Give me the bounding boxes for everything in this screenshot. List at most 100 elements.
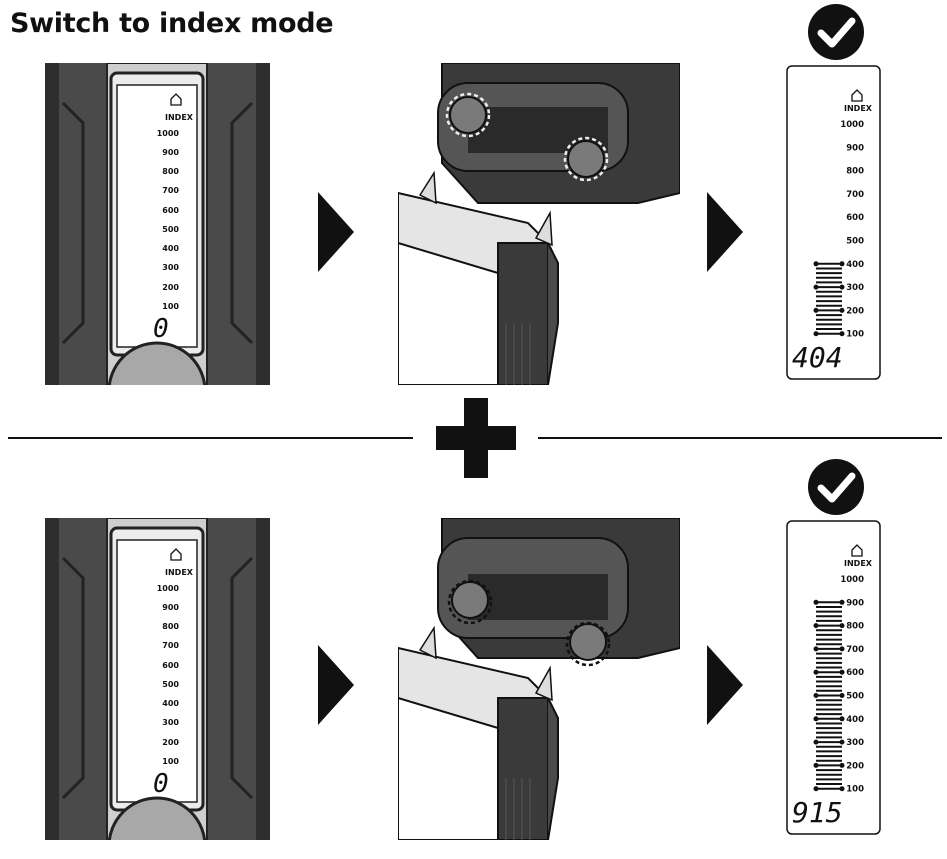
scale-label: 300 xyxy=(846,283,864,293)
scale-label: 400 xyxy=(162,699,179,708)
scale-label: 200 xyxy=(162,738,179,747)
meter-scale: INDEX 1000 900 800 700 600 500 400 300 2… xyxy=(153,548,194,799)
scale-label: 400 xyxy=(846,260,864,270)
pin-contact-illustration xyxy=(398,518,680,840)
scale-label: 300 xyxy=(846,738,864,748)
scale-label: 1000 xyxy=(840,575,864,585)
scale-label: 500 xyxy=(162,225,179,234)
checkmark-icon xyxy=(808,459,864,515)
arrow-right-icon xyxy=(707,192,743,272)
divider-line xyxy=(538,437,942,439)
scale-label: 100 xyxy=(162,302,179,311)
level-bar-dot xyxy=(813,786,819,792)
level-bar-dot xyxy=(839,716,845,722)
contact-highlight xyxy=(447,579,493,625)
scale-label: 100 xyxy=(162,757,179,766)
home-icon xyxy=(851,544,863,557)
scale-label: 500 xyxy=(846,237,864,247)
scale-label: 800 xyxy=(846,167,864,177)
level-bar-dot xyxy=(839,669,845,675)
meter-digit: 0 xyxy=(153,314,169,344)
level-bar-dot xyxy=(839,762,845,768)
level-bar-dot xyxy=(813,716,819,722)
home-icon xyxy=(170,548,182,561)
mode-label: INDEX xyxy=(844,104,873,113)
meter-device-illustration xyxy=(45,518,270,840)
level-bar-dot xyxy=(839,599,845,605)
meter-device-illustration xyxy=(45,63,270,385)
plus-icon xyxy=(436,398,516,478)
level-bar-dot xyxy=(813,261,819,267)
level-bar-dot xyxy=(839,261,845,267)
level-bar-dot xyxy=(813,331,819,337)
arrow-right-icon xyxy=(318,192,354,272)
scale-label: 500 xyxy=(846,692,864,702)
scale-label: 900 xyxy=(846,143,864,153)
scale-label: 600 xyxy=(846,213,864,223)
level-bar-dot xyxy=(813,762,819,768)
mode-label: INDEX xyxy=(844,559,873,568)
meter-display: INDEX 1000 900 800 700 600 500 400 300 2… xyxy=(117,540,197,802)
level-bar-dot xyxy=(813,669,819,675)
level-bar-dot xyxy=(813,599,819,605)
divider-line xyxy=(8,437,413,439)
scale-label: 900 xyxy=(846,598,864,608)
arrow-right-icon xyxy=(318,645,354,725)
level-bar-dot xyxy=(839,284,845,290)
checkmark-icon xyxy=(808,4,864,60)
level-bar-dot xyxy=(839,786,845,792)
level-bar-dot xyxy=(813,623,819,629)
level-bar-dot xyxy=(813,307,819,313)
contact-highlight xyxy=(563,136,609,182)
scale-label: 900 xyxy=(162,603,179,612)
scale-label: 800 xyxy=(162,167,179,176)
scale-label: 800 xyxy=(846,622,864,632)
contact-highlight xyxy=(445,92,491,138)
scale-label: 100 xyxy=(846,330,864,340)
meter-digit: 0 xyxy=(153,769,169,799)
result-reading: 404 xyxy=(792,341,843,374)
level-bar-dot xyxy=(839,646,845,652)
scale-label: 200 xyxy=(162,283,179,292)
scale-label: 200 xyxy=(846,761,864,771)
scale-label: 900 xyxy=(162,148,179,157)
level-bar-dot xyxy=(839,739,845,745)
scale-label: 800 xyxy=(162,622,179,631)
scale-label: 400 xyxy=(846,715,864,725)
home-icon xyxy=(170,93,182,106)
result-reading: 915 xyxy=(792,796,843,829)
scale-label: 700 xyxy=(162,641,179,650)
scale-label: 600 xyxy=(846,668,864,678)
level-bar-dot xyxy=(839,307,845,313)
level-bar-dot xyxy=(839,693,845,698)
level-bar-dot xyxy=(813,739,819,745)
level-bar-dot xyxy=(839,331,845,337)
mode-label: INDEX xyxy=(165,568,194,577)
scale-label: 1000 xyxy=(157,129,180,138)
level-bar-dot xyxy=(839,623,845,629)
scale-label: 600 xyxy=(162,206,179,215)
pin-contact-illustration xyxy=(398,63,680,385)
mode-label: INDEX xyxy=(165,113,194,122)
scale-label: 300 xyxy=(162,718,179,727)
meter-scale: INDEX 1000 900 800 700 600 500 400 300 2… xyxy=(153,93,194,344)
home-icon xyxy=(851,89,863,102)
scale-label: 400 xyxy=(162,244,179,253)
scale-label: 1000 xyxy=(840,120,864,130)
scale-label: 100 xyxy=(846,785,864,795)
scale-label: 1000 xyxy=(157,584,180,593)
level-bar-dot xyxy=(813,646,819,652)
level-bar-dot xyxy=(813,693,819,698)
scale-label: 600 xyxy=(162,661,179,670)
scale-label: 300 xyxy=(162,263,179,272)
level-bar-dot xyxy=(813,284,819,290)
result-display: INDEX 1000 900 800 700 600 500 400 300 200 100 91… xyxy=(786,520,881,835)
scale-label: 700 xyxy=(846,645,864,655)
scale-label: 500 xyxy=(162,680,179,689)
scale-label: 700 xyxy=(162,186,179,195)
arrow-right-icon xyxy=(707,645,743,725)
contact-highlight xyxy=(565,621,611,667)
scale-label: 200 xyxy=(846,306,864,316)
meter-display: INDEX 1000 900 800 700 600 500 400 300 2… xyxy=(117,85,197,347)
